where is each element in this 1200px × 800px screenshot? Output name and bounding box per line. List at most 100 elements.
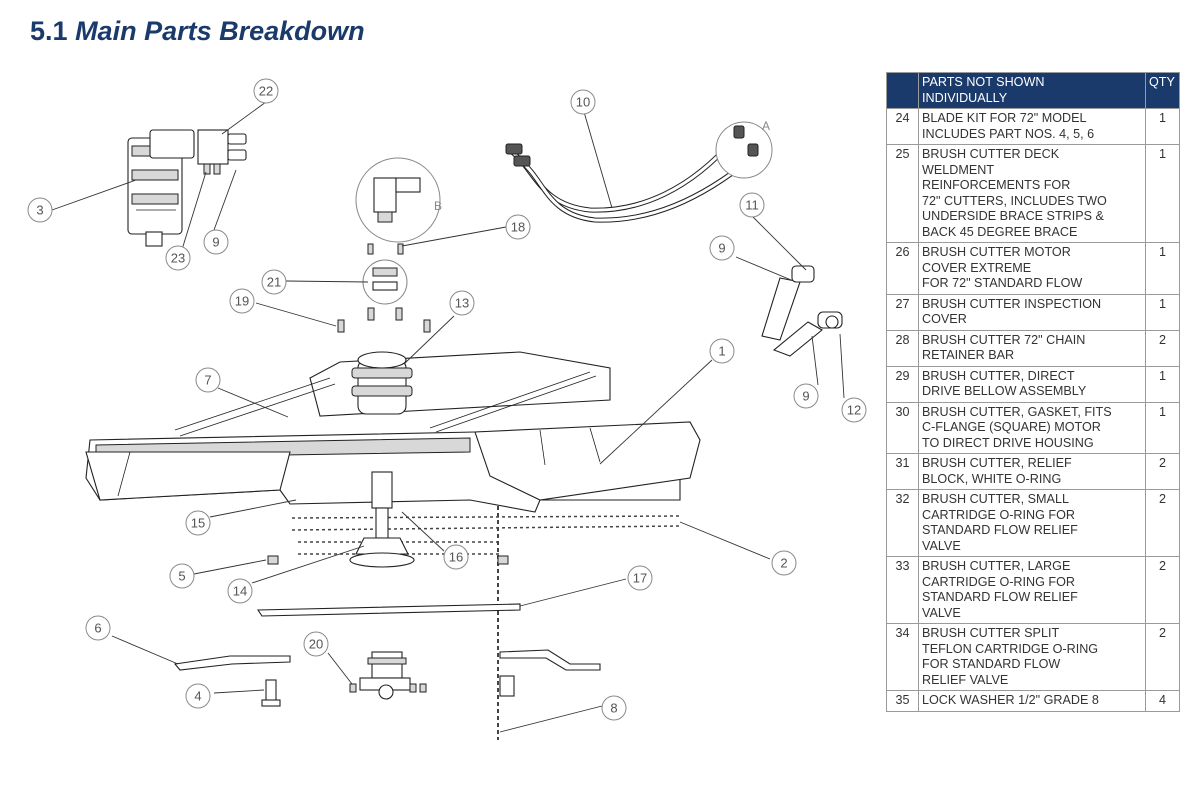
row-number: 32 (886, 489, 919, 557)
row-number: 35 (886, 690, 919, 712)
detail-b-valve (373, 177, 421, 223)
callout-11: 11 (739, 192, 765, 218)
small-bushing (267, 555, 279, 565)
callout-9: 9 (793, 383, 819, 409)
svg-text:9: 9 (802, 389, 809, 404)
gasket-part (372, 267, 398, 277)
row-number: 33 (886, 556, 919, 624)
relief-valve-block (197, 129, 247, 175)
callout-2: 2 (771, 550, 797, 576)
header-qty: QTY (1145, 72, 1180, 109)
cutter-deck (85, 351, 701, 513)
svg-text:22: 22 (259, 84, 273, 99)
row-number: 25 (886, 144, 919, 243)
cutter-blade (256, 603, 521, 617)
callout-3: 3 (27, 197, 53, 223)
row-qty: 2 (1145, 329, 1180, 367)
row-qty: 1 (1145, 365, 1180, 403)
row-qty: 2 (1145, 623, 1180, 691)
header-description: PARTS NOT SHOWN INDIVIDUALLY (918, 72, 1146, 109)
bearing-assembly (349, 651, 427, 700)
row-qty: 2 (1145, 556, 1180, 624)
section-number: 5.1 (30, 16, 68, 46)
callout-9: 9 (203, 229, 229, 255)
row-description: BRUSH CUTTER 72" CHAIN RETAINER BAR (918, 329, 1146, 367)
callout-18: 18 (505, 214, 531, 240)
row-description: BRUSH CUTTER, DIRECT DRIVE BELLOW ASSEMB… (918, 365, 1146, 403)
callout-21: 21 (261, 269, 287, 295)
row-qty: 1 (1145, 242, 1180, 295)
callout-15: 15 (185, 510, 211, 536)
parts-diagram: 1 2 3 4 5 6 7 8 9 9 9 10 11 12 13 14 15 … (27, 78, 867, 740)
detail-label-b: B (434, 199, 442, 213)
small-bushing (497, 555, 509, 565)
blade-arm-right (499, 649, 601, 671)
row-qty: 2 (1145, 453, 1180, 490)
svg-text:2: 2 (780, 556, 787, 571)
row-number: 34 (886, 623, 919, 691)
row-qty: 1 (1145, 144, 1180, 243)
detail-label-a: A (762, 119, 770, 133)
mounting-bolts (337, 243, 431, 333)
blade-bolt-head (261, 699, 281, 707)
svg-text:14: 14 (233, 584, 247, 599)
page-heading: 5.1 Main Parts Breakdown (30, 16, 365, 47)
callout-1: 1 (709, 338, 735, 364)
svg-text:12: 12 (847, 403, 861, 418)
row-qty: 4 (1145, 690, 1180, 712)
row-description: LOCK WASHER 1/2" GRADE 8 (918, 690, 1146, 712)
header-number (886, 72, 919, 109)
detail-a-fitting (747, 143, 759, 157)
callout-5: 5 (169, 563, 195, 589)
chain-bolt (499, 675, 515, 697)
svg-text:3: 3 (36, 203, 43, 218)
row-description: BRUSH CUTTER, LARGE CARTRIDGE O-RING FOR… (918, 556, 1146, 624)
row-number: 30 (886, 401, 919, 454)
callout-4: 4 (185, 683, 211, 709)
row-number: 31 (886, 453, 919, 490)
callout-19: 19 (229, 288, 255, 314)
svg-text:1: 1 (718, 344, 725, 359)
svg-text:20: 20 (309, 637, 323, 652)
row-qty: 1 (1145, 401, 1180, 454)
svg-text:5: 5 (178, 569, 185, 584)
callout-20: 20 (303, 631, 329, 657)
svg-text:23: 23 (171, 251, 185, 266)
callout-6: 6 (85, 615, 111, 641)
row-number: 24 (886, 108, 919, 145)
row-description: BRUSH CUTTER, GASKET, FITS C-FLANGE (SQU… (918, 401, 1146, 454)
callout-14: 14 (227, 578, 253, 604)
svg-text:21: 21 (267, 275, 281, 290)
blade-arm (173, 655, 291, 671)
row-qty: 1 (1145, 108, 1180, 145)
row-description: BRUSH CUTTER MOTOR COVER EXTREME FOR 72"… (918, 242, 1146, 295)
svg-text:8: 8 (610, 701, 617, 716)
spindle-hub (349, 471, 415, 568)
gasket-plate (372, 281, 398, 291)
svg-text:16: 16 (449, 550, 463, 565)
row-description: BRUSH CUTTER SPLIT TEFLON CARTRIDGE O-RI… (918, 623, 1146, 691)
callout-8: 8 (601, 695, 627, 721)
callout-10: 10 (570, 89, 596, 115)
hydraulic-hoses (505, 136, 754, 223)
svg-text:17: 17 (633, 571, 647, 586)
svg-text:7: 7 (204, 373, 211, 388)
svg-text:13: 13 (455, 296, 469, 311)
hose-fittings (761, 265, 843, 357)
callout-23: 23 (165, 245, 191, 271)
callout-16: 16 (443, 544, 469, 570)
row-number: 28 (886, 329, 919, 367)
row-number: 29 (886, 365, 919, 403)
leader-lines (51, 101, 845, 733)
svg-text:4: 4 (194, 689, 201, 704)
